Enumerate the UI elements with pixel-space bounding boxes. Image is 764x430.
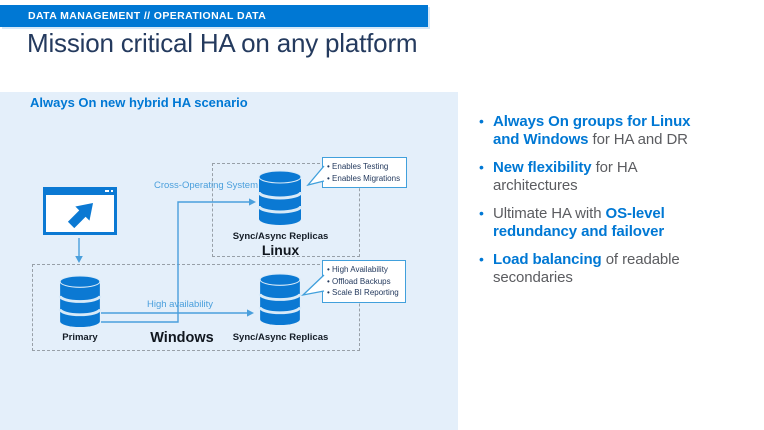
linux-db-caption: Sync/Async Replicas	[232, 231, 329, 242]
callout-item: Scale BI Reporting	[327, 287, 399, 299]
high-availability-arrow-label: High availability	[147, 299, 214, 310]
app-window-arrow-icon	[43, 187, 117, 240]
linux-callout: Enables TestingEnables Migrations	[322, 157, 408, 188]
database-icon	[58, 275, 102, 333]
key-point: • Always On groups for Linux and Windows …	[479, 113, 719, 148]
callout-item: High Availability	[327, 264, 399, 276]
page-title: Mission critical HA on any platform	[27, 28, 418, 58]
callout-item: Enables Testing	[327, 161, 400, 173]
key-point: • Ultimate HA with OS-level redundancy an…	[479, 205, 719, 240]
bullet-dot: •	[479, 113, 484, 129]
key-point: • Load balancing of readable secondaries	[479, 251, 719, 286]
key-point-text: Ultimate HA with OS-level redundancy and…	[493, 205, 665, 240]
key-point-text: New flexibility for HA architectures	[493, 159, 637, 194]
callout-item: Offload Backups	[327, 276, 399, 288]
windows-callout: High AvailabilityOffload BackupsScale BI…	[322, 260, 406, 303]
database-icon	[257, 170, 303, 231]
key-point-text: Always On groups for Linux and Windows f…	[493, 113, 691, 148]
key-point: • New flexibility for HA architectures	[479, 159, 719, 194]
cross-os-arrow-label: Cross-Operating System	[154, 180, 259, 191]
key-point-text: Load balancing of readable secondaries	[493, 251, 680, 286]
primary-db-caption: Primary	[62, 332, 98, 343]
windows-replica-caption: Sync/Async Replicas	[232, 332, 329, 343]
diagram-panel: Always On new hybrid HA scenario	[0, 92, 458, 430]
database-icon	[258, 273, 302, 331]
callout-item: Enables Migrations	[327, 173, 400, 185]
bullet-dot: •	[479, 159, 484, 175]
header-kicker-bar: DATA MANAGEMENT // OPERATIONAL DATA	[0, 5, 428, 27]
key-points-list: • Always On groups for Linux and Windows …	[479, 113, 719, 297]
bullet-dot: •	[479, 205, 484, 221]
linux-os-label: Linux	[261, 242, 300, 258]
bullet-dot: •	[479, 251, 484, 267]
kicker-text: DATA MANAGEMENT // OPERATIONAL DATA	[28, 10, 267, 22]
diagram-heading: Always On new hybrid HA scenario	[30, 95, 248, 110]
windows-os-label: Windows	[150, 330, 214, 346]
